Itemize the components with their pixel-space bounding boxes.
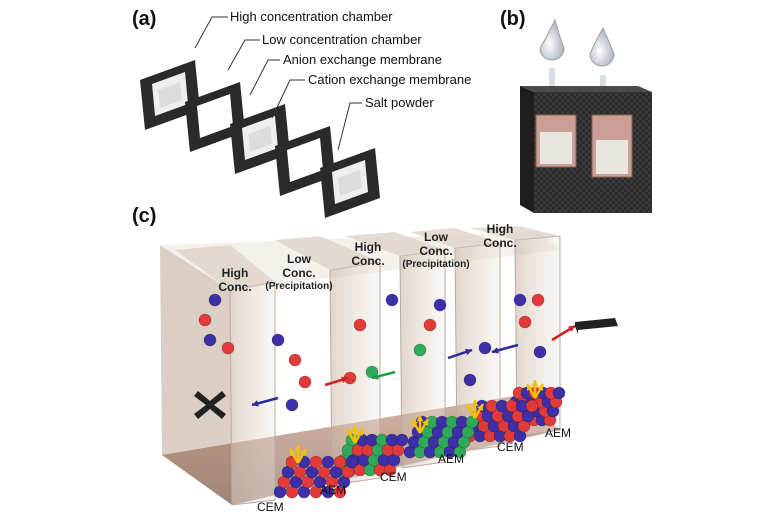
- ion: [423, 318, 437, 332]
- ion-arrows: [251, 324, 576, 464]
- chamber-label-line2: Conc.: [218, 280, 252, 294]
- ion: [285, 398, 299, 412]
- panel-label-a: (a): [132, 8, 157, 30]
- ion: [513, 293, 527, 307]
- chamber-label-line1: High: [221, 266, 249, 280]
- chamber-label-line1: High: [486, 222, 514, 236]
- ion-arrow: [533, 383, 545, 399]
- callout-anion-exchange-membrane: Anion exchange membrane: [283, 52, 442, 67]
- ion: [552, 386, 566, 400]
- ions: [198, 293, 566, 499]
- panel-label-b: (b): [500, 8, 526, 30]
- callout-leaders: [194, 16, 362, 151]
- ion-arrow: [294, 445, 302, 463]
- callout-high-concentration-chamber: High concentration chamber: [230, 9, 393, 24]
- ion: [518, 315, 532, 329]
- chamber-label-sub: (Precipitation): [402, 259, 470, 270]
- membrane-label-aem-1: AEM: [320, 483, 347, 497]
- ion: [333, 455, 347, 469]
- salt-powder: [158, 82, 182, 108]
- ion: [413, 343, 427, 357]
- ion-arrow: [353, 428, 365, 444]
- chamber-label-line2: Conc.: [351, 254, 385, 268]
- ion-arrow: [345, 428, 357, 444]
- ion-arrow: [465, 403, 477, 419]
- ion: [345, 455, 359, 469]
- ion: [321, 455, 335, 469]
- membrane-label-cem-2: CEM: [380, 470, 407, 484]
- ion-arrow: [288, 448, 300, 464]
- ion: [271, 333, 285, 347]
- ion: [478, 341, 492, 355]
- chamber-label-line1: Low: [424, 230, 448, 244]
- ion-arrow: [371, 370, 396, 380]
- chamber-label-5: High Conc.: [470, 222, 530, 250]
- chamber-label-1: High Conc.: [205, 266, 265, 294]
- chamber-label-2: Low Conc. (Precipitation): [258, 252, 340, 294]
- device-b: [520, 18, 652, 213]
- callout-salt-powder: Salt powder: [365, 95, 434, 110]
- membrane-label-cem-3: CEM: [497, 440, 524, 454]
- ion: [465, 415, 479, 429]
- chamber-label-sub: (Precipitation): [265, 281, 333, 292]
- ion: [309, 455, 323, 469]
- ion-arrow: [471, 400, 479, 418]
- blocked-x-icon: [194, 391, 226, 419]
- ion-arrow: [531, 380, 539, 398]
- ion-arrow: [525, 383, 537, 399]
- membrane-label-cem-1: CEM: [257, 500, 284, 514]
- ion-arrow: [473, 403, 485, 419]
- callout-cation-exchange-membrane: Cation exchange membrane: [308, 72, 472, 87]
- exploded-stack: [140, 60, 380, 218]
- salt-powder: [248, 126, 272, 152]
- ion-arrow: [351, 425, 359, 443]
- ion: [208, 293, 222, 307]
- output-plate-icon: [575, 318, 618, 334]
- ion-arrow: [324, 376, 349, 387]
- chamber-label-line2: Conc.: [483, 236, 517, 250]
- ion-arrow: [491, 343, 519, 354]
- ion-arrow: [551, 324, 576, 342]
- salt-powder: [338, 170, 362, 196]
- ion: [288, 353, 302, 367]
- ion-arrow: [416, 415, 424, 433]
- chamber-label-3: High Conc.: [338, 240, 398, 268]
- stack-frame: [320, 148, 380, 218]
- chamber-label-line2: Conc.: [282, 266, 316, 280]
- membrane-label-aem-2: AEM: [438, 452, 465, 466]
- ion: [433, 298, 447, 312]
- chamber-label-line1: High: [354, 240, 382, 254]
- chamber-label-4: Low Conc. (Precipitation): [395, 230, 477, 272]
- membrane-label-aem-3: AEM: [545, 426, 572, 440]
- panel-label-c: (c): [132, 205, 157, 227]
- ion-arrow: [447, 348, 473, 360]
- callout-low-concentration-chamber: Low concentration chamber: [262, 32, 422, 47]
- ion: [353, 318, 367, 332]
- ion: [525, 399, 539, 413]
- chamber-label-line1: Low: [287, 252, 311, 266]
- chamber-label-line2: Conc.: [419, 244, 453, 258]
- ion-arrow: [418, 418, 430, 434]
- ion: [533, 345, 547, 359]
- ion-arrow: [296, 448, 308, 464]
- ion: [221, 341, 235, 355]
- ion: [463, 373, 477, 387]
- ion: [198, 313, 212, 327]
- ion: [385, 293, 399, 307]
- ion: [395, 433, 409, 447]
- ion: [298, 375, 312, 389]
- ion: [531, 293, 545, 307]
- ion-arrow: [251, 396, 279, 407]
- ion: [203, 333, 217, 347]
- ion-arrow: [410, 418, 422, 434]
